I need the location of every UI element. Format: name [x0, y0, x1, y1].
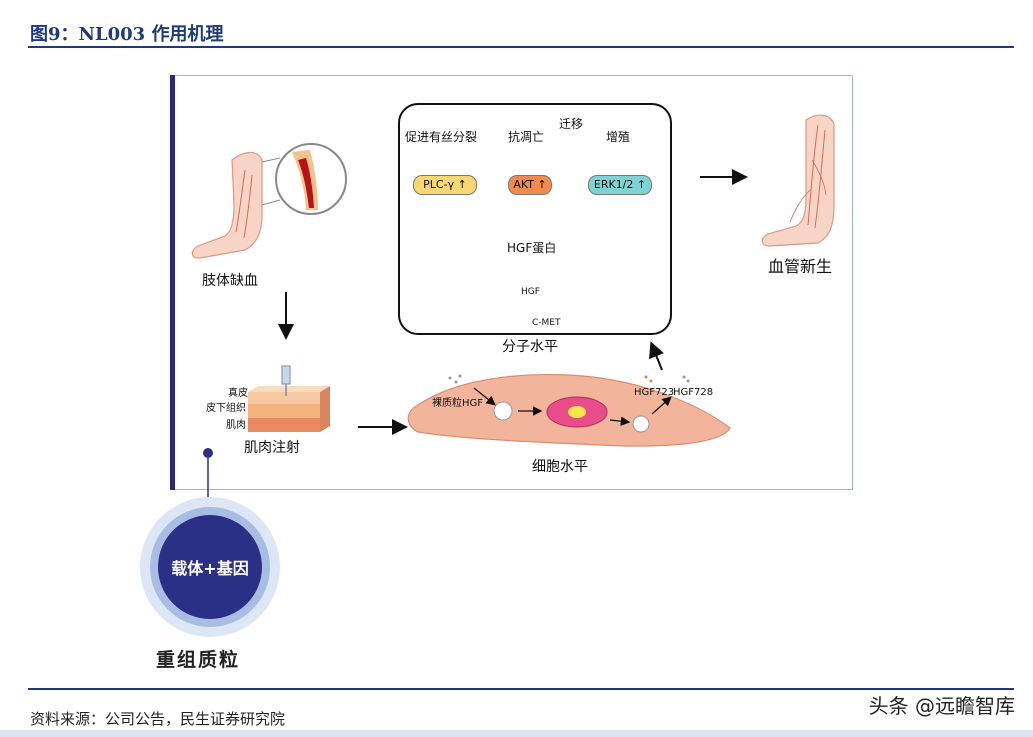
muscle-cell-illustration: [407, 374, 731, 447]
angiogenesis-label: 血管新生: [768, 257, 833, 276]
skin-injection-illustration: [248, 365, 330, 432]
watermark: 头条 @远瞻智库: [868, 694, 1015, 718]
skin-layer-muscle: 肌肉: [226, 420, 246, 431]
hgf723-label: HGF723: [634, 387, 675, 398]
bottom-rule: [28, 688, 1014, 690]
erk-signal-pill: ERK1/2 ↑: [588, 175, 652, 195]
figure-title: 图9：NL003 作用机理: [30, 24, 224, 45]
revascularized-leg-illustration: [761, 114, 835, 247]
outcome-migration: 迁移: [559, 117, 584, 131]
source-note: 资料来源：公司公告，民生证券研究院: [30, 710, 286, 728]
vector-gene-label: 载体+基因: [171, 559, 249, 578]
skin-layer-dermis: 真皮: [228, 388, 248, 399]
ischemic-leg-illustration: [191, 151, 263, 259]
molecular-level-box: [398, 103, 672, 335]
naked-plasmid-label: 裸质粒HGF: [432, 398, 484, 409]
skin-layer-subcutis: 皮下组织: [206, 403, 246, 414]
bottom-band: [0, 730, 1033, 737]
vector-gene-badge: 载体+基因: [158, 515, 262, 619]
hgf-protein-label: HGF蛋白: [507, 241, 557, 255]
plc-signal-pill: PLC-γ ↑: [413, 175, 477, 195]
panel-accent-bar: [170, 75, 175, 490]
plc-signal-label: PLC-γ ↑: [423, 178, 467, 191]
erk-signal-label: ERK1/2 ↑: [593, 178, 647, 191]
cmet-label: C-MET: [532, 318, 561, 328]
injection-label: 肌肉注射: [244, 440, 300, 456]
connector-dot: [203, 448, 213, 458]
recombinant-plasmid-label: 重组质粒: [156, 649, 241, 671]
outcome-proliferation: 增殖: [606, 130, 631, 144]
occluded-vessel-magnifier: [261, 143, 347, 215]
arrow-cell-to-molecular: [649, 341, 664, 371]
limb-ischemia-label: 肢体缺血: [202, 273, 258, 289]
outcome-antiapoptosis: 抗凋亡: [508, 130, 545, 144]
hgf728-label: HGF728: [673, 387, 714, 398]
akt-signal-label: AKT ↑: [513, 178, 547, 191]
outcome-mitosis: 促进有丝分裂: [405, 130, 478, 144]
top-rule: [28, 46, 1014, 48]
molecular-level-label: 分子水平: [502, 339, 558, 355]
cellular-level-label: 细胞水平: [532, 459, 588, 475]
akt-signal-pill: AKT ↑: [508, 175, 552, 195]
hgf-small-label: HGF: [521, 287, 540, 297]
